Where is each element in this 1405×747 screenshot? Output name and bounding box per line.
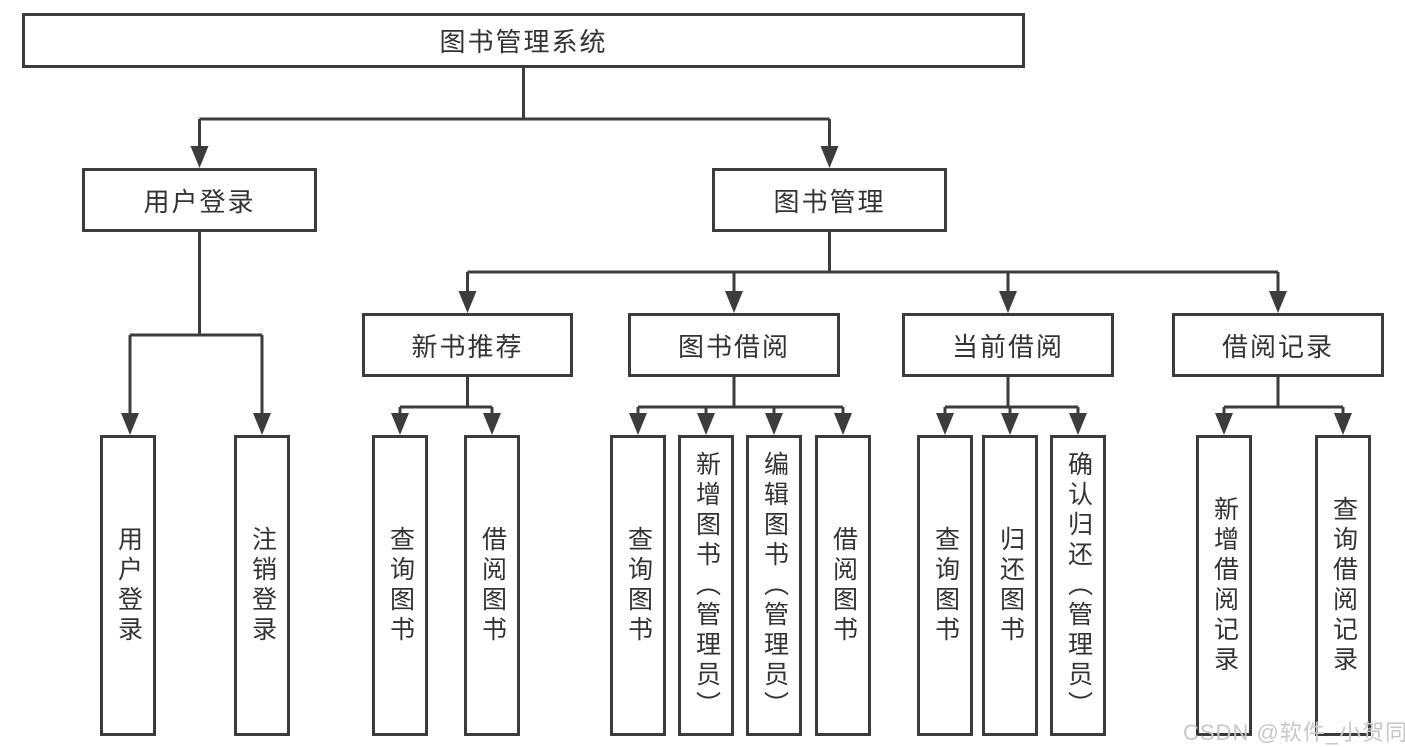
- leaf-borrow-edit-admin-label: 编辑图书（管理员）: [760, 450, 789, 721]
- arrow-down-icon: [629, 413, 647, 435]
- node-user-login: 用户登录: [82, 168, 317, 232]
- arrow-down-icon: [820, 146, 839, 168]
- arrow-down-icon: [1069, 413, 1087, 435]
- connector-book-management-to-level3: [466, 232, 1280, 292]
- connector-new-book-to-leaves: [398, 377, 494, 414]
- leaf-borrow-query: 查询图书: [610, 435, 666, 736]
- leaf-current-return: 归还图书: [982, 435, 1038, 736]
- arrow-down-icon: [725, 291, 743, 313]
- connector-borrow-to-leaves: [636, 377, 845, 414]
- leaf-user-login: 用户登录: [100, 435, 156, 736]
- leaf-records-query-label: 查询借阅记录: [1329, 495, 1358, 676]
- node-root-label: 图书管理系统: [439, 27, 608, 57]
- connector-root-to-level2: [198, 68, 831, 147]
- arrow-down-icon: [834, 413, 852, 435]
- leaf-borrow-add-admin: 新增图书（管理员）: [678, 435, 734, 736]
- leaf-records-add: 新增借阅记录: [1196, 435, 1252, 736]
- arrow-down-icon: [697, 413, 715, 435]
- arrow-down-icon: [936, 413, 954, 435]
- arrow-down-icon: [253, 413, 271, 435]
- leaf-user-login-label: 用户登录: [114, 525, 143, 646]
- leaf-current-query-label: 查询图书: [931, 525, 960, 646]
- leaf-borrow-query-label: 查询图书: [624, 525, 653, 646]
- node-borrow-records-label: 借阅记录: [1221, 331, 1334, 362]
- node-new-book-recommend-label: 新书推荐: [411, 331, 524, 362]
- watermark: CSDN @软件_小贺同学: [1183, 720, 1405, 745]
- leaf-newbook-borrow: 借阅图书: [464, 435, 520, 736]
- leaf-current-confirm-admin: 确认归还（管理员）: [1050, 435, 1106, 736]
- arrow-down-icon: [190, 146, 209, 168]
- arrow-down-icon: [765, 413, 783, 435]
- connector-records-to-leaves: [1222, 377, 1345, 414]
- arrow-down-icon: [458, 291, 477, 313]
- arrow-down-icon: [391, 413, 409, 435]
- leaf-newbook-query-label: 查询图书: [386, 525, 415, 646]
- arrow-down-icon: [1215, 413, 1233, 435]
- leaf-borrow-add-admin-label: 新增图书（管理员）: [692, 450, 721, 721]
- arrow-down-icon: [1001, 413, 1019, 435]
- node-book-management: 图书管理: [712, 168, 947, 232]
- arrowhead-icons: [121, 146, 1352, 435]
- node-borrow-records: 借阅记录: [1172, 313, 1384, 377]
- node-root-system: 图书管理系统: [22, 13, 1025, 68]
- connector-paths: [128, 68, 1345, 414]
- arrow-down-icon: [483, 413, 501, 435]
- leaf-logout: 注销登录: [234, 435, 290, 736]
- arrow-down-icon: [1334, 413, 1352, 435]
- node-current-borrow: 当前借阅: [902, 313, 1114, 377]
- connector-current-to-leaves: [943, 377, 1080, 414]
- connector-user-login-to-leaves: [128, 232, 264, 414]
- arrow-down-icon: [999, 291, 1017, 313]
- node-book-borrow-label: 图书借阅: [677, 331, 790, 362]
- leaf-records-add-label: 新增借阅记录: [1210, 495, 1239, 676]
- node-current-borrow-label: 当前借阅: [951, 331, 1064, 362]
- node-new-book-recommend: 新书推荐: [362, 313, 573, 377]
- leaf-current-return-label: 归还图书: [996, 525, 1025, 646]
- leaf-borrow-book-label: 借阅图书: [829, 525, 858, 646]
- arrow-down-icon: [1269, 291, 1287, 313]
- node-book-management-label: 图书管理: [773, 186, 886, 217]
- leaf-logout-label: 注销登录: [248, 525, 277, 646]
- leaf-borrow-edit-admin: 编辑图书（管理员）: [746, 435, 802, 736]
- leaf-current-confirm-admin-label: 确认归还（管理员）: [1064, 450, 1093, 721]
- leaf-newbook-borrow-label: 借阅图书: [478, 525, 507, 646]
- node-user-login-label: 用户登录: [143, 186, 256, 217]
- node-book-borrow: 图书借阅: [628, 313, 840, 377]
- leaf-borrow-book: 借阅图书: [815, 435, 871, 736]
- arrow-down-icon: [121, 413, 139, 435]
- leaf-newbook-query: 查询图书: [372, 435, 428, 736]
- leaf-current-query: 查询图书: [917, 435, 973, 736]
- leaf-records-query: 查询借阅记录: [1315, 435, 1371, 736]
